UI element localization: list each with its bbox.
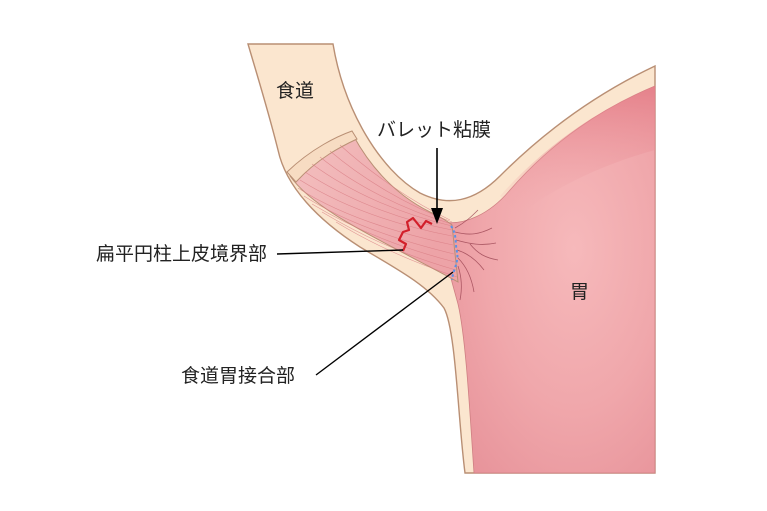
squamocolumnar-junction-line [397,216,433,252]
esophagus-label: 食道 [276,80,315,102]
stomach-label: 胃 [570,281,590,303]
barrett-mucosa-label: バレット粘膜 [377,119,492,141]
gastroesophageal-junction-line [450,225,459,281]
ge-junction-label: 食道胃接合部 [181,365,296,387]
sc-junction-leader-line [276,249,404,255]
ge-junction-leader-line [315,271,454,376]
stomach-lumen [441,85,656,474]
gastric-vessels [454,209,499,301]
sc-junction-label: 扁平円柱上皮境界部 [96,243,268,265]
barrett-arrow-head [431,208,443,224]
esophagus-cut-rim [286,130,358,183]
fundus-shading [500,86,655,215]
